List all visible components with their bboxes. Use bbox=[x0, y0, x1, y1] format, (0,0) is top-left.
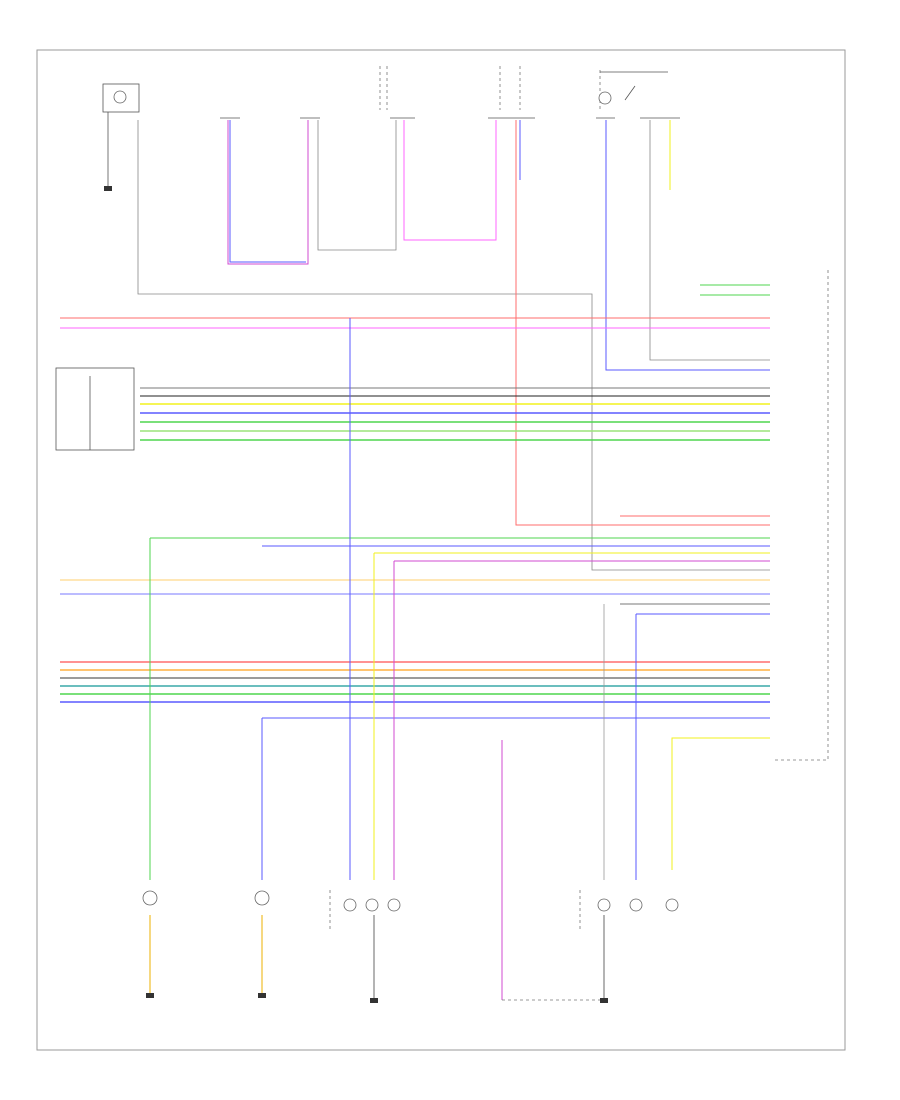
wire-pink-mid bbox=[403, 120, 497, 241]
lamp-symbol-3 bbox=[387, 898, 401, 912]
wire-gray-right-top bbox=[649, 120, 770, 361]
ground-symbol bbox=[146, 993, 154, 998]
wire-yellow-right bbox=[671, 737, 770, 870]
ground-symbol bbox=[104, 186, 112, 191]
ground-symbol bbox=[258, 993, 266, 998]
wire-magenta-top-left bbox=[227, 120, 309, 265]
component-top-left-sensor bbox=[102, 83, 140, 113]
lamp-symbol-2 bbox=[365, 898, 379, 912]
wire-red-long bbox=[515, 120, 770, 526]
wire-blue-top-left bbox=[229, 120, 306, 263]
lamp-symbol-1 bbox=[343, 898, 357, 912]
switch-symbol bbox=[624, 85, 636, 101]
lamp-symbol-6 bbox=[665, 898, 679, 912]
ground-symbol bbox=[370, 998, 378, 1003]
diagram-frame bbox=[36, 49, 846, 1051]
wire-gray-long bbox=[137, 120, 770, 571]
ground-symbol bbox=[600, 998, 608, 1003]
motor-symbol bbox=[598, 91, 612, 105]
component-left-module bbox=[55, 367, 135, 451]
sensor-symbol-bottom-1 bbox=[142, 890, 158, 906]
wire-gray-mid bbox=[317, 120, 397, 251]
lamp-symbol-4 bbox=[597, 898, 611, 912]
wire-blue-right-top bbox=[605, 120, 770, 371]
control-module-boundary bbox=[775, 270, 829, 761]
lamp-symbol-5 bbox=[629, 898, 643, 912]
sensor-symbol-bottom-2 bbox=[254, 890, 270, 906]
sensor-symbol bbox=[113, 90, 127, 104]
